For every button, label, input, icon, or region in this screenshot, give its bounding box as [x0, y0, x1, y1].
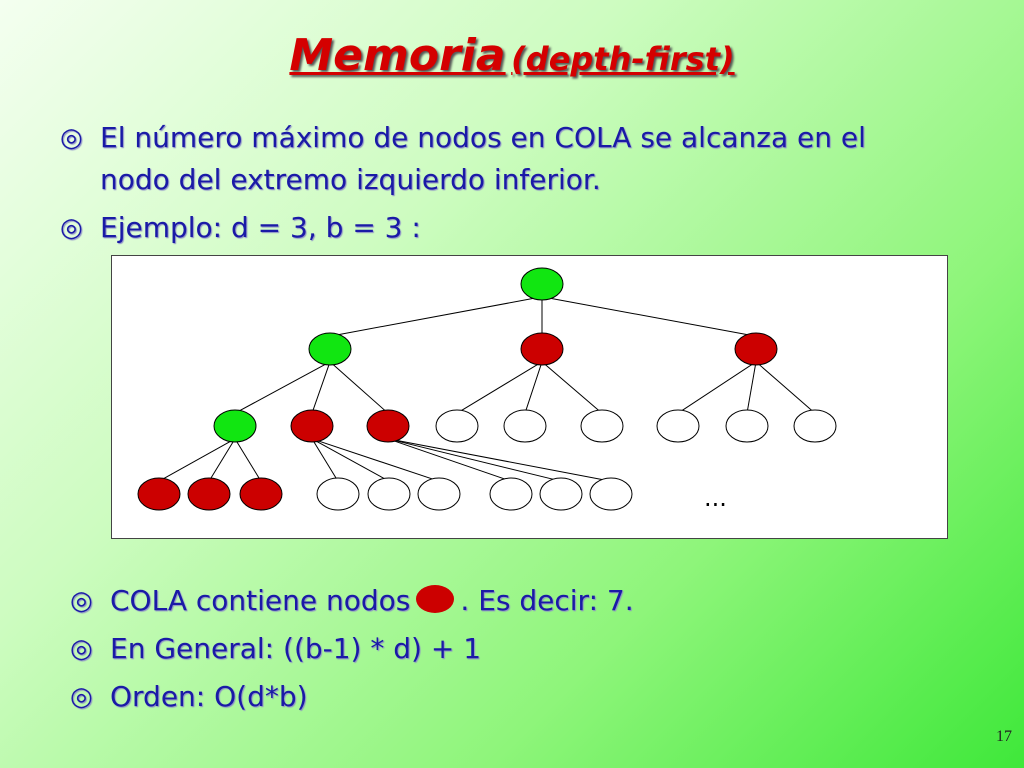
bullet-item: ◎ En General: ((b-1) * d) + 1: [70, 628, 870, 670]
slide-title: Memoria (depth-first): [0, 30, 1024, 81]
tree-node-green: [308, 332, 352, 366]
bullet-icon: ◎: [60, 123, 83, 153]
bullet-text: El número máximo de nodos en COLA se alc…: [100, 121, 866, 196]
bullet-icon: ◎: [60, 213, 83, 243]
bullet-text: COLA contiene nodos: [110, 584, 411, 617]
tree-node-red: [290, 409, 334, 443]
tree-node-green: [213, 409, 257, 443]
bullet-item: ◎ El número máximo de nodos en COLA se a…: [60, 117, 930, 201]
tree-node-red: [239, 477, 283, 511]
tree-edge: [755, 361, 816, 414]
tree-edge: [746, 361, 757, 414]
bullet-item: ◎ COLA contiene nodos . Es decir: 7.: [70, 580, 870, 622]
tree-edge: [541, 361, 603, 414]
tree-node-red: [137, 477, 181, 511]
tree-diagram-box: ...: [111, 255, 948, 539]
tree-edge: [311, 361, 331, 414]
bullet-text: Ejemplo: d = 3, b = 3 :: [100, 211, 421, 244]
bullet-text: Orden: O(d*b): [110, 680, 308, 713]
tree-edge: [329, 361, 389, 414]
tree-node-white: [725, 409, 769, 443]
tree-node-white: [489, 477, 533, 511]
tree-node-white: [656, 409, 700, 443]
tree-edge: [541, 296, 757, 337]
tree-node-white: [367, 477, 411, 511]
tree-node-green: [520, 267, 564, 301]
tree-node-white: [435, 409, 479, 443]
tree-edge: [208, 438, 236, 482]
title-sub: (depth-first): [511, 40, 735, 78]
tree-node-white: [539, 477, 583, 511]
title-main: Memoria: [289, 30, 506, 81]
tree-edge: [387, 438, 562, 482]
tree-edge: [158, 438, 236, 482]
tree-node-white: [580, 409, 624, 443]
red-node-icon: [416, 585, 455, 613]
tree-edge: [311, 438, 339, 482]
bottom-bullet-list: ◎ COLA contiene nodos . Es decir: 7. ◎ En…: [70, 580, 870, 724]
bullet-item: ◎ Ejemplo: d = 3, b = 3 :: [60, 207, 930, 249]
page-number: 17: [996, 728, 1012, 745]
tree-edge: [677, 361, 757, 414]
tree-node-red: [520, 332, 564, 366]
bullet-icon: ◎: [70, 682, 93, 712]
tree-node-red: [366, 409, 410, 443]
tree-edge: [311, 438, 390, 482]
tree-node-red: [187, 477, 231, 511]
tree-node-red: [734, 332, 778, 366]
tree-edge: [387, 438, 512, 482]
tree-edge: [311, 438, 440, 482]
bullet-text: . Es decir: 7.: [460, 584, 634, 617]
tree-diagram: ...: [137, 267, 837, 512]
tree-edge: [387, 438, 612, 482]
tree-edge: [456, 361, 543, 414]
tree-node-white: [316, 477, 360, 511]
top-bullet-list: ◎ El número máximo de nodos en COLA se a…: [60, 117, 930, 249]
tree-node-white: [793, 409, 837, 443]
tree-edge: [524, 361, 543, 414]
tree-ellipsis: ...: [704, 484, 727, 512]
tree-node-white: [503, 409, 547, 443]
bullet-icon: ◎: [70, 586, 93, 616]
tree-node-white: [589, 477, 633, 511]
tree-node-white: [417, 477, 461, 511]
bullet-text: En General: ((b-1) * d) + 1: [110, 632, 482, 665]
tree-edge: [234, 361, 331, 414]
tree-edge: [329, 296, 543, 337]
bullet-icon: ◎: [70, 634, 93, 664]
bullet-item: ◎ Orden: O(d*b): [70, 676, 870, 718]
tree-edge: [234, 438, 262, 482]
